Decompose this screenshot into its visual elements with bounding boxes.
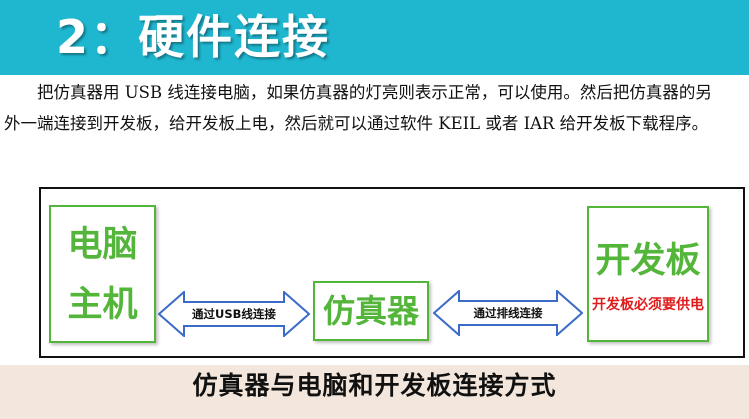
emulator-box: 仿真器 xyxy=(313,281,429,341)
section-title: 2：硬件连接 xyxy=(56,10,331,64)
ribbon-link-label: 通过排线连接 xyxy=(473,306,543,320)
pc-box: 电脑 主机 xyxy=(49,205,156,343)
connection-diagram: 电脑 主机 通过USB线连接 仿真器 通过排线连接 开发板 开发板必须要供电 xyxy=(39,187,745,358)
ribbon-link-arrow: 通过排线连接 xyxy=(432,288,584,338)
header-banner: 2：硬件连接 xyxy=(0,0,749,75)
instruction-paragraph: 把仿真器用 USB 线连接电脑，如果仿真器的灯亮则表示正常，可以使用。然后把仿真… xyxy=(4,83,712,133)
dev-board-box: 开发板 开发板必须要供电 xyxy=(587,206,709,342)
dev-board-label: 开发板 xyxy=(595,241,701,281)
usb-link-label: 通过USB线连接 xyxy=(192,307,276,321)
double-arrow-icon xyxy=(432,288,584,338)
pc-label-line2: 主机 xyxy=(67,285,138,325)
caption-band: 仿真器与电脑和开发板连接方式 xyxy=(0,365,749,419)
figure-caption: 仿真器与电脑和开发板连接方式 xyxy=(192,371,557,400)
pc-label-line1: 电脑 xyxy=(67,225,138,265)
usb-link-arrow: 通过USB线连接 xyxy=(157,289,311,339)
double-arrow-icon xyxy=(157,289,311,339)
power-note: 开发板必须要供电 xyxy=(592,297,704,313)
